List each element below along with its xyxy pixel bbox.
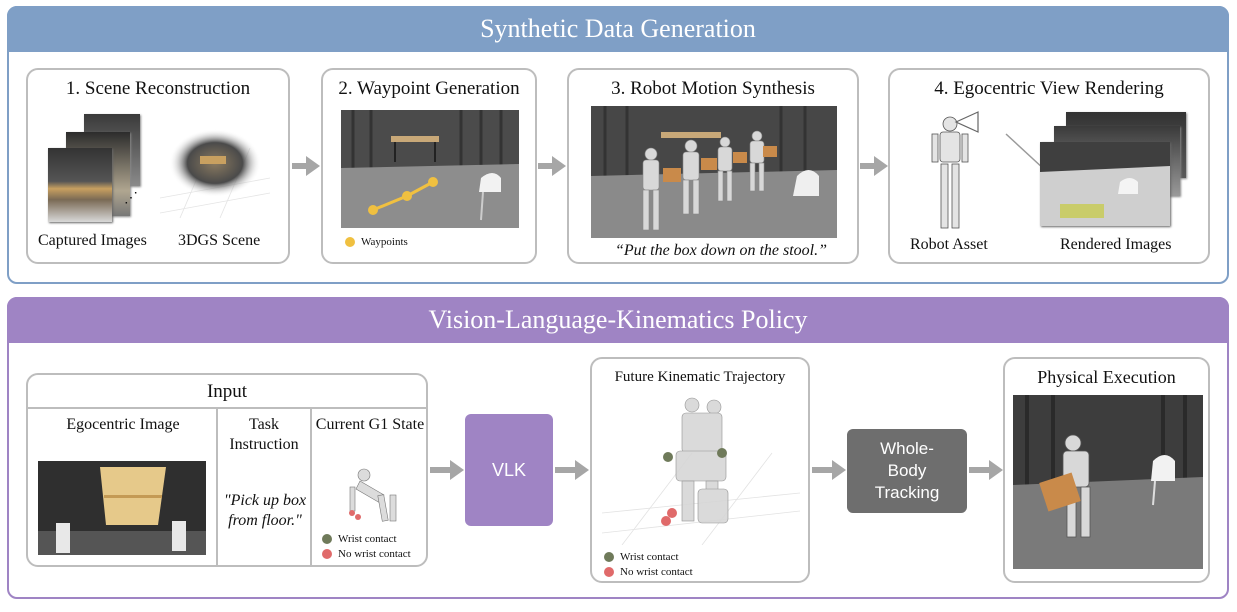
arrow-right-icon [969,460,1003,480]
wrist-contact-label: Wrist contact [338,533,397,545]
robot-asset-caption: Robot Asset [910,236,988,253]
scene-reconstruction-panel: 1. Scene Reconstruction ⋰ Captured Image… [26,68,290,264]
trajectory-robot-image [602,397,800,545]
3dgs-scene-image [160,118,270,218]
wrist-contact-dot-icon [604,552,614,563]
arrow-right-icon [860,156,888,176]
input-panel: Input Egocentric Image Task Instruction … [26,373,428,567]
rendered-image-front [1040,142,1170,226]
waypoints-label: Waypoints [361,236,408,248]
arrow-right-icon [812,460,846,480]
waypoint-scene-image [341,110,519,228]
no-wrist-contact-dot-icon [604,567,614,578]
panel-title: 3. Robot Motion Synthesis [611,78,815,99]
captured-images-caption: Captured Images [38,232,147,249]
motion-synthesis-image [591,106,837,238]
arrow-right-icon [430,460,464,480]
input-divider [28,407,426,409]
whole-body-tracking-box: Whole-Body Tracking [847,429,967,513]
waypoint-dot-icon [345,237,355,248]
panel-title: 4. Egocentric View Rendering [934,78,1164,99]
no-wrist-contact-legend: No wrist contact [322,548,411,560]
motion-instruction-quote: “Put the box down on the stool.” [615,242,827,259]
synthetic-data-section: Synthetic Data Generation [7,6,1229,284]
panel-title: 2. Waypoint Generation [338,78,520,99]
robot-motion-synthesis-panel: 3. Robot Motion Synthesis “Put the box d… [567,68,859,264]
captured-image-front [48,148,112,222]
synthetic-data-banner: Synthetic Data Generation [7,6,1229,52]
egocentric-input-image [38,461,206,555]
arrow-right-icon [292,156,320,176]
egocentric-image-label: Egocentric Image [66,416,180,433]
future-trajectory-panel: Future Kinematic Trajectory Wrist contac… [590,357,810,583]
vlk-policy-banner: Vision-Language-Kinematics Policy [7,297,1229,343]
waypoints-legend: Waypoints [345,236,408,248]
panel-title: 1. Scene Reconstruction [65,78,251,99]
arrow-right-icon [538,156,566,176]
wrist-contact-legend: Wrist contact [322,533,397,545]
physical-execution-image [1013,395,1203,569]
wrist-contact-label: Wrist contact [620,551,679,563]
waypoint-generation-panel: 2. Waypoint Generation Waypoints [321,68,537,264]
task-instruction-text: "Pick up box from floor." [223,492,307,529]
no-wrist-contact-label: No wrist contact [338,548,411,560]
current-state-label: Current G1 State [315,416,425,433]
3dgs-scene-caption: 3DGS Scene [178,232,261,249]
wrist-contact-dot-icon [322,534,332,545]
vlk-policy-section: Vision-Language-Kinematics Policy [7,297,1229,599]
robot-state-image [349,468,397,522]
trajectory-title: Future Kinematic Trajectory [614,369,786,385]
camera-icon [954,111,979,133]
task-instruction-label: Task Instruction [229,416,299,453]
wrist-contact-legend: Wrist contact [604,551,679,563]
no-wrist-contact-label: No wrist contact [620,566,693,578]
robot-icon [931,111,979,229]
input-divider [310,407,312,565]
physical-execution-panel: Physical Execution [1003,357,1210,583]
input-title: Input [206,381,248,402]
input-divider [216,407,218,565]
vlk-model-box: VLK [465,414,553,526]
no-wrist-contact-dot-icon [322,549,332,560]
ellipsis-dots: ⋰ [124,191,138,206]
egocentric-rendering-panel: 4. Egocentric View Rendering Robot Asset… [888,68,1210,264]
no-wrist-contact-legend: No wrist contact [604,566,693,578]
arrow-right-icon [555,460,589,480]
rendered-images-caption: Rendered Images [1060,236,1172,253]
execution-title: Physical Execution [1037,367,1176,387]
